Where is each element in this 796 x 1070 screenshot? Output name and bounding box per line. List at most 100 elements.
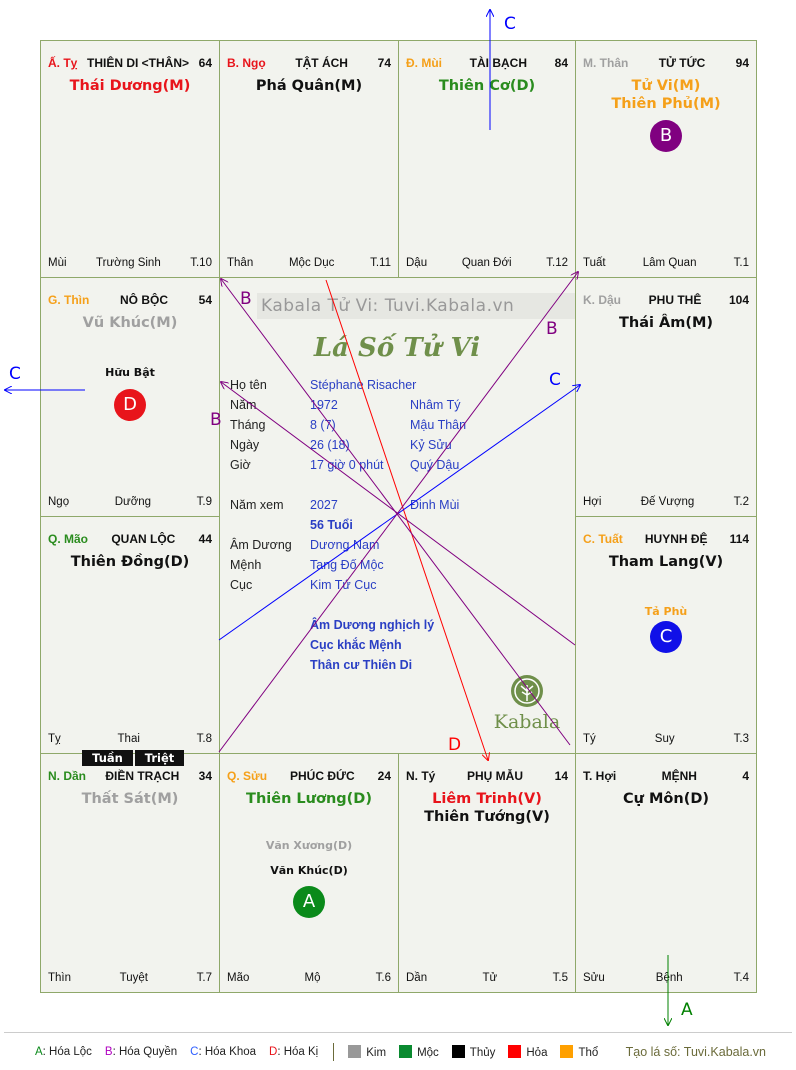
palace-cell-menh[interactable]: T. Hợi MỆNH 4 Cự Môn(D) Sửu Bệnh T.4: [575, 753, 757, 993]
palace-footer: Sửu Bệnh T.4: [583, 972, 749, 986]
palace-footer: Thân Mộc Dục T.11: [227, 257, 391, 271]
main-star: Thiên Cơ(D): [438, 78, 536, 94]
triet-label: Triệt: [135, 750, 184, 766]
footer-chi: Sửu: [583, 972, 605, 984]
main-stars: Tử Vi(M)Thiên Phủ(M): [576, 77, 756, 113]
info-value: 1972: [310, 398, 338, 412]
legend-hoa-item: C: Hóa Khoa: [190, 1046, 256, 1058]
legend-hoa-item: A: Hóa Lộc: [35, 1046, 92, 1058]
palace-footer: Mùi Trường Sinh T.10: [48, 257, 212, 271]
main-stars: Thiên Lương(D): [220, 790, 398, 808]
hoa-key: C: [190, 1046, 199, 1058]
footer-chi: Tỵ: [48, 733, 61, 745]
info-row: Ngày 26 (18) Kỷ Sửu: [219, 435, 575, 455]
credit-link[interactable]: Tạo lá số: Tuvi.Kabala.vn: [625, 1045, 766, 1059]
palace-number: 14: [554, 769, 568, 783]
palace-header: Ấ. Tỵ THIÊN DI <THÂN> 64: [48, 55, 212, 71]
center-info-panel: Kabala Tử Vi: Tuvi.Kabala.vn Lá Số Tử Vi…: [219, 277, 575, 753]
palace-cell-tat-ach[interactable]: B. Ngọ TẬT ÁCH 74 Phá Quân(M) Thân Mộc D…: [219, 40, 399, 278]
main-stars: Thất Sát(M): [41, 790, 219, 808]
palace-name: QUAN LỘC: [111, 532, 176, 546]
arrow-label-c: C: [9, 364, 21, 384]
palace-name: NÔ BỘC: [119, 293, 168, 307]
can-chi: Ấ. Tỵ: [48, 56, 78, 70]
minor-star: Tả Phù: [644, 605, 688, 618]
main-stars: Tham Lang(V): [576, 553, 756, 571]
info-row: Mệnh Tang Đố Mộc: [219, 555, 575, 575]
palace-cell-phu-mau[interactable]: N. Tý PHỤ MẪU 14 Liêm Trinh(V) Thiên Tướn…: [398, 753, 576, 993]
color-swatch-icon: [560, 1045, 574, 1058]
info-label: Giờ: [230, 458, 251, 472]
main-stars: Thiên Đồng(D): [41, 553, 219, 571]
can-chi: Q. Mão: [48, 532, 89, 546]
footer-stage: Dưỡng: [114, 496, 152, 508]
info-row: Cục Kim Tứ Cục: [219, 575, 575, 595]
legend-element-item: Thủy: [451, 1045, 495, 1059]
legend-hoa-item: D: Hóa Kị: [269, 1046, 318, 1058]
palace-cell-phu-the[interactable]: K. Dậu PHU THÊ 104 Thái Âm(M) Hợi Đế Vượ…: [575, 277, 757, 517]
palace-cell-quan-loc[interactable]: Q. Mão QUAN LỘC 44 Thiên Đồng(D) Tỵ Thai…: [40, 516, 220, 754]
main-stars: Phá Quân(M): [220, 77, 398, 95]
footer-t: T.1: [733, 257, 749, 269]
footer-t: T.3: [733, 733, 749, 745]
main-star: Thiên Lương(D): [246, 791, 372, 807]
palace-name: THIÊN DI <THÂN>: [86, 56, 189, 70]
main-star: Thái Âm(M): [618, 315, 714, 331]
palace-cell-thien-di[interactable]: Ấ. Tỵ THIÊN DI <THÂN> 64 Thái Dương(M) M…: [40, 40, 220, 278]
palace-name: PHỤ MẪU: [466, 769, 523, 783]
palace-header: Q. Sửu PHÚC ĐỨC 24: [227, 768, 391, 784]
main-star: Tham Lang(V): [608, 554, 724, 570]
info-row: Giờ 17 giờ 0 phút Quý Dậu: [219, 455, 575, 475]
palace-header: N. Tý PHỤ MẪU 14: [406, 768, 568, 784]
footer-chi: Tý: [583, 733, 596, 745]
info-value-2: Quý Dậu: [410, 458, 460, 472]
info-value: 56 Tuổi: [310, 518, 353, 532]
main-stars: Thái Dương(M): [41, 77, 219, 95]
palace-cell-dien-trach[interactable]: N. Dần ĐIỀN TRẠCH 34 Thất Sát(M) Thìn Tu…: [40, 753, 220, 993]
footer-chi: Dậu: [406, 257, 428, 269]
logo-text: Kabala: [493, 711, 561, 733]
info-note: Cục khắc Mệnh: [219, 635, 575, 655]
footer-stage: Đế Vượng: [640, 496, 695, 508]
arrow-label-c: C: [504, 14, 516, 34]
main-stars: Thiên Cơ(D): [399, 77, 575, 95]
palace-number: 114: [729, 532, 749, 546]
info-value-2: Mậu Thân: [410, 418, 467, 432]
element-text: Kim: [366, 1047, 387, 1059]
hoa-badge: B: [650, 120, 682, 152]
main-star: Thiên Tướng(V): [424, 809, 550, 825]
palace-name: TÀI BẠCH: [469, 56, 527, 70]
hoa-text: : Hóa Lộc: [42, 1046, 92, 1058]
tuan-label: Tuần: [82, 750, 133, 766]
main-star: Phá Quân(M): [255, 78, 363, 94]
palace-cell-tu-tuc[interactable]: M. Thân TỬ TỨC 94 Tử Vi(M)Thiên Phủ(M)B …: [575, 40, 757, 278]
info-value-2: Kỷ Sửu: [410, 438, 452, 452]
palace-cell-tai-bach[interactable]: Đ. Mùi TÀI BẠCH 84 Thiên Cơ(D) Dậu Quan …: [398, 40, 576, 278]
color-swatch-icon: [348, 1045, 362, 1058]
info-value: 2027: [310, 498, 338, 512]
info-value: Stéphane Risacher: [310, 378, 417, 392]
palace-name: TỬ TỨC: [658, 56, 706, 70]
footer-chi: Tuất: [583, 257, 606, 269]
info-label: Ngày: [230, 438, 260, 452]
footer-chi: Ngọ: [48, 496, 70, 508]
footer-stage: Trường Sinh: [96, 257, 161, 269]
main-star: Vũ Khúc(M): [82, 315, 178, 331]
color-swatch-icon: [451, 1045, 465, 1058]
footer-chi: Dần: [406, 972, 428, 984]
main-star: Liêm Trinh(V): [432, 791, 542, 807]
info-row: 56 Tuổi: [219, 515, 575, 535]
element-text: Thổ: [578, 1047, 599, 1059]
palace-name: MỆNH: [661, 769, 697, 783]
main-star: Thiên Đồng(D): [70, 554, 190, 570]
palace-cell-phuc-duc[interactable]: Q. Sửu PHÚC ĐỨC 24 Thiên Lương(D)Văn Xươ…: [219, 753, 399, 993]
note-text: Thân cư Thiên Di: [310, 658, 413, 672]
palace-name: ĐIỀN TRẠCH: [105, 769, 180, 783]
footer-chi: Mão: [227, 972, 250, 984]
info-row: Năm xem 2027 Đinh Mùi: [219, 495, 575, 515]
legend-element-item: Mộc: [399, 1045, 439, 1059]
element-text: Hỏa: [526, 1047, 548, 1059]
palace-number: 34: [198, 769, 212, 783]
